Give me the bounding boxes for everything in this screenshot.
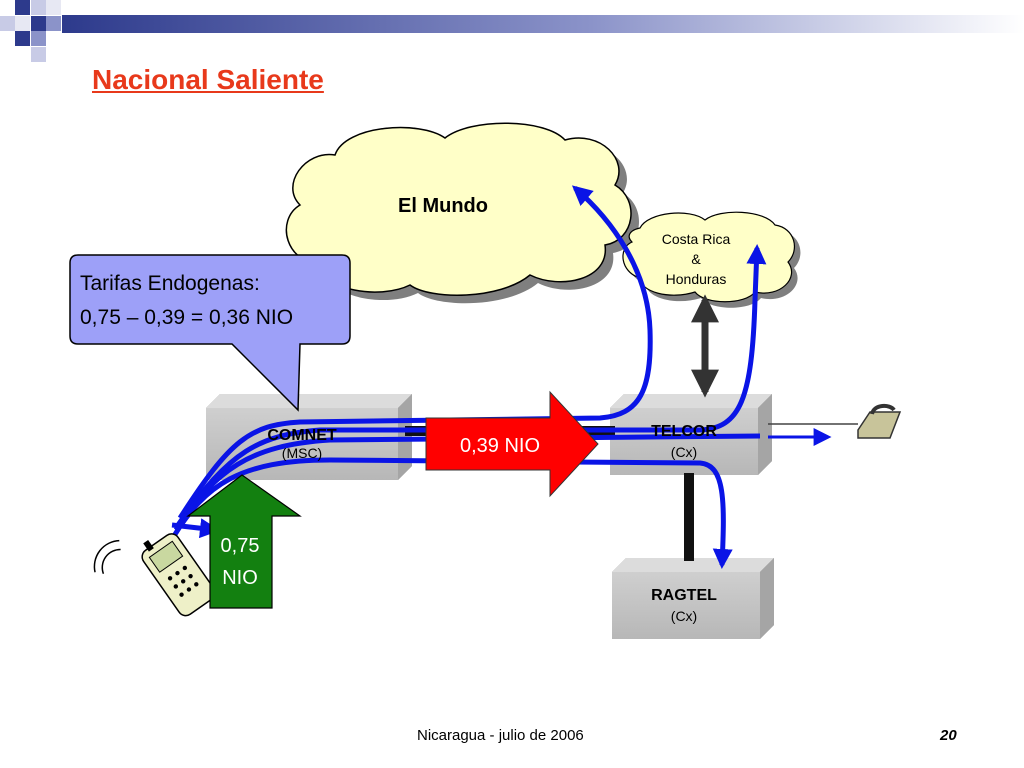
red-arrow-039 [425,390,599,498]
node-comnet-sub: (MSC) [282,445,322,461]
callout-line1: Tarifas Endogenas: [80,272,260,295]
node-comnet-name: COMNET [267,427,337,444]
callout-line2: 0,75 – 0,39 = 0,36 NIO [80,306,293,329]
path-to-ragtel [171,457,733,569]
node-telcor-sub: (Cx) [671,444,697,460]
page-number: 20 [940,727,957,744]
mobile-phone-icon [93,533,216,617]
call-paths [171,185,767,569]
cloud-neighbors-line2: & [691,251,701,267]
cloud-neighbors-line1: Costa Rica [662,231,731,247]
cloud-el-mundo-label: El Mundo [398,195,488,217]
cloud-neighbors-line3: Honduras [666,271,727,287]
callout-tarifas [69,254,351,412]
path-to-el-mundo [177,185,653,520]
slide-title: Nacional Saliente [92,64,324,95]
slide-footer: Nicaragua - julio de 2006 [417,727,584,744]
cloud-costa-rica-honduras [622,211,801,308]
node-ragtel-sub: (Cx) [671,608,697,624]
green-arrow-label-line1: 0,75 [221,535,260,557]
green-arrow-075 [186,474,302,609]
path-return-mobile [171,518,220,539]
path-to-costa-rica [175,244,767,527]
telcor-ragtel-link [684,473,694,561]
red-arrow-label: 0,39 NIO [460,435,540,457]
node-ragtel-box [612,558,774,639]
landline-phone-icon [857,403,902,439]
header-decoration [0,0,1024,62]
node-ragtel-name: RAGTEL [651,587,717,604]
green-arrow-label-line2: NIO [222,567,258,589]
cloud-el-mundo [285,122,640,304]
node-telcor-name: TELCOR [651,423,717,440]
